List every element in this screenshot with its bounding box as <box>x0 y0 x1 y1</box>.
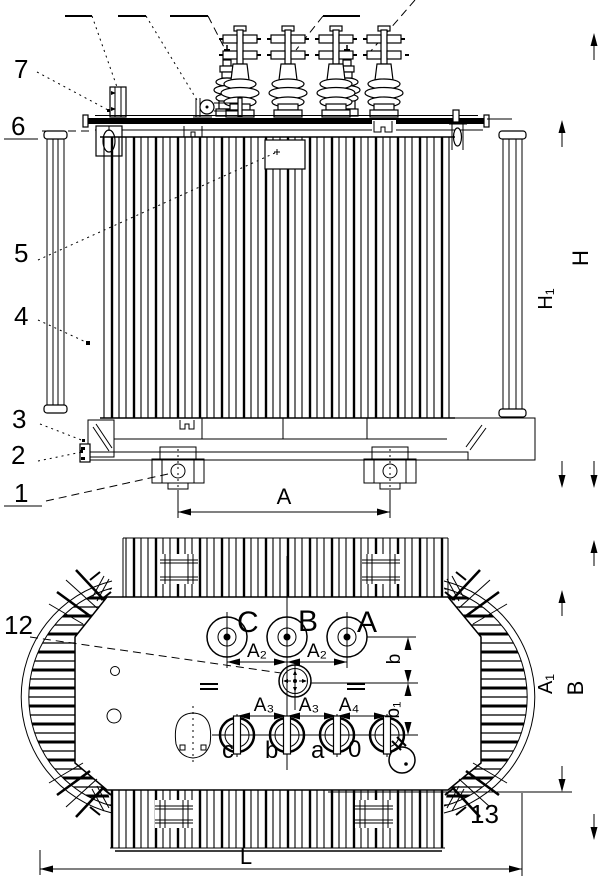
lv-label-a: a <box>311 737 325 764</box>
right-radiator-fan <box>443 569 536 818</box>
lv-terminal-0 <box>368 714 406 757</box>
oil-gauge <box>278 660 312 710</box>
lv-label-0: 0 <box>348 736 361 763</box>
lv-terminal-a <box>318 714 356 757</box>
roller-left <box>151 446 205 493</box>
dim-A-label: A <box>277 484 292 509</box>
bottom-fin-band <box>110 790 445 852</box>
roller-right <box>363 446 417 493</box>
tank-cover <box>82 114 512 131</box>
thermometer-box <box>109 86 127 118</box>
dim-b1-label: b₁ <box>383 702 404 719</box>
callouts-front: 7 6 5 4 3 2 1 <box>4 54 278 508</box>
top-fin-band <box>122 537 449 597</box>
dim-L-label: L <box>240 844 252 869</box>
left-cooling-tubes <box>43 130 68 414</box>
front-view: A H H₁ 7 6 5 4 3 2 1 <box>4 0 598 518</box>
callout-5: 5 <box>14 238 28 268</box>
hv-terminal-B <box>266 616 308 658</box>
dim-A3-label-right: A₃ <box>299 695 319 716</box>
lv-terminal-c <box>218 714 256 757</box>
tap-changer-boss <box>174 706 212 762</box>
dim-A1-label: A₁ <box>535 674 557 694</box>
dim-b-label: b <box>384 654 405 665</box>
right-cooling-tube <box>498 130 527 418</box>
callout-7: 7 <box>14 54 28 84</box>
cover-small-holes <box>106 666 365 724</box>
lifting-lug-plate <box>362 554 400 584</box>
dim-b1: b₁ <box>383 683 418 736</box>
callout-2: 2 <box>11 440 25 470</box>
lv-bushing-front-4 <box>363 25 409 118</box>
hv-label-B: B <box>298 605 318 638</box>
dim-b: b <box>311 636 418 684</box>
callout-13: 13 <box>470 799 499 829</box>
dim-A2: A₂ A₂ <box>227 641 347 666</box>
lifting-lug-plate <box>155 800 193 828</box>
cover-clamps <box>183 109 467 150</box>
cover-valve <box>193 97 243 118</box>
dim-A1: A₁ <box>535 590 566 792</box>
callout-13-group: 13 <box>328 791 572 829</box>
lv-label-b: b <box>265 737 278 764</box>
ground-terminal <box>388 736 416 774</box>
lv-terminal-b <box>268 714 306 757</box>
dim-A3-A4: A₃ A₃ A₄ <box>237 695 387 720</box>
callout-12-group: 12 <box>4 610 282 674</box>
rating-plate <box>264 139 306 170</box>
lv-bushings-plan: c b a 0 <box>212 714 416 774</box>
callout-12: 12 <box>4 610 33 640</box>
corrugated-wall <box>100 136 455 419</box>
dim-B: B <box>563 540 598 840</box>
dim-B-label: B <box>563 681 588 696</box>
callout-4: 4 <box>14 301 28 331</box>
dim-L: L <box>39 793 523 876</box>
hv-bushings-plan: C B A <box>206 556 377 770</box>
dim-A3-label-left: A₃ <box>254 695 274 716</box>
corner-pins <box>89 571 467 816</box>
dim-H1: H₁ <box>535 120 566 488</box>
dim-H1-label: H₁ <box>535 288 557 309</box>
hv-terminal-C <box>206 616 248 658</box>
lv-label-c: c <box>222 737 234 764</box>
callout-3: 3 <box>12 404 26 434</box>
dim-A2-label-right: A₂ <box>307 641 327 662</box>
plan-view: C B A A₂ A₂ <box>4 537 598 876</box>
callout-6: 6 <box>11 111 25 141</box>
dim-A2-label-left: A₂ <box>247 641 267 662</box>
lv-bushing-front-2 <box>267 25 309 118</box>
dim-H-label: H <box>568 250 593 266</box>
left-radiator-fan <box>20 569 113 818</box>
callout-1: 1 <box>14 478 28 508</box>
dim-H: H <box>568 33 598 488</box>
lv-bushings-front <box>219 25 409 118</box>
lifting-lug-plate <box>355 800 393 828</box>
dim-A4-label: A₄ <box>339 695 360 716</box>
hv-label-A: A <box>357 606 377 639</box>
lv-bushing-front-3 <box>315 25 357 118</box>
hv-label-C: C <box>237 606 259 639</box>
dim-A: A <box>177 484 391 518</box>
lifting-lug-plate <box>160 554 198 584</box>
undercarriage <box>79 417 536 463</box>
